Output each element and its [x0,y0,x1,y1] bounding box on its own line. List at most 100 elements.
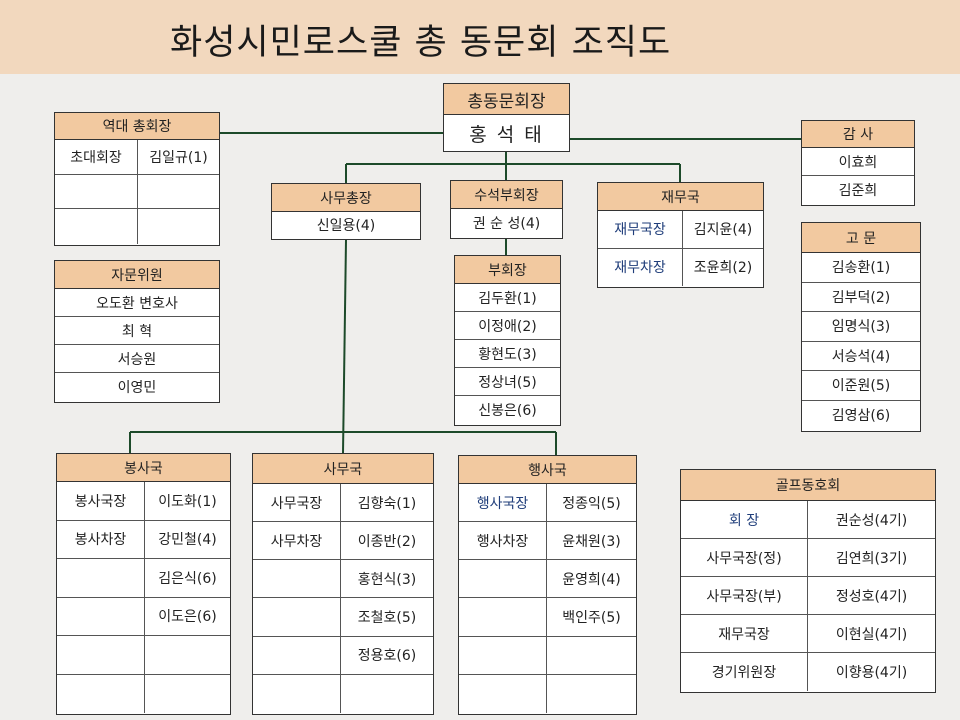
golf-role-cell: 사무국장(부) [706,588,782,605]
events-role-cell [459,675,546,713]
auditors-name-cell: 김준희 [838,183,878,199]
golf-row: 경기위원장 이향용(4기) [681,653,935,691]
volunteer-role-cell [57,675,144,714]
office-name-cell: 이종반(2) [340,522,433,560]
advisory-row: 오도환 변호사 [55,289,219,317]
auditors-header: 감 사 [802,121,914,148]
advisors-row: 김송환(1) [802,253,920,283]
events-row: 행사차장 윤채원(3) [459,522,636,561]
volunteer-role-cell [57,636,144,674]
senior-vp-name-cell: 권 순 성(4) [472,216,541,232]
events-name-cell: 윤영희(4) [546,560,636,598]
advisors-row: 서승석(4) [802,342,920,371]
office-name-cell: 김향숙(1) [340,484,433,522]
golf-name-cell: 김연희(3기) [807,539,935,576]
advisors-row: 김부덕(2) [802,283,920,312]
advisors-row: 임명식(3) [802,312,920,342]
vice-presidents-name-cell: 황현도(3) [478,346,537,363]
vice-presidents-row: 황현도(3) [455,340,560,368]
office-name-cell: 조철호(5) [340,598,433,636]
volunteer-role-cell: 봉사차장 [74,532,127,549]
events-role-cell: 행사차장 [476,533,529,550]
events-row: 윤영희(4) [459,560,636,599]
finance-name-cell: 조윤희(2) [681,248,763,286]
volunteer-role-cell [57,559,144,597]
volunteer-header: 봉사국 [57,454,230,482]
events-row [459,674,636,713]
office-row [253,674,433,713]
page-title: 화성시민로스쿨 총 동문회 조직도 [170,23,672,63]
office-header: 사무국 [253,454,433,484]
connector-secretary-trunk [342,239,347,454]
golf-row: 사무국장(부) 정성호(4기) [681,577,935,615]
advisory-name-cell: 서승원 [117,351,157,368]
golf-role-cell: 경기위원장 [711,665,777,681]
past-presidents-name-cell [137,174,219,209]
advisory-row: 서승원 [55,345,219,373]
senior-vp-row: 권 순 성(4) [451,209,562,237]
volunteer-role-cell: 봉사국장 [74,493,127,510]
golf-header: 골프동호회 [681,470,935,501]
senior-vp-header: 수석부회장 [451,181,562,209]
advisors-name-cell: 이준원(5) [831,378,891,395]
events-row: 백인주(5) [459,598,636,637]
past-presidents-name-cell: 김일규(1) [137,140,219,174]
volunteer-row: 이도은(6) [57,597,230,636]
office-role-cell [253,637,340,674]
golf-row: 재무국장 이현실(4기) [681,615,935,653]
golf-role-cell: 재무국장 [718,626,770,643]
vice-presidents-name-cell: 정상녀(5) [478,374,537,391]
events-name-cell: 백인주(5) [546,598,636,636]
advisors-name-cell: 김영삼(6) [831,408,891,425]
advisory-name-cell: 오도환 변호사 [96,295,178,312]
volunteer-row [57,674,230,714]
president-box: 총동문회장 홍 석 태 [443,83,570,152]
golf-name-cell: 이향용(4기) [807,653,935,691]
office-role-cell [253,675,340,713]
events-name-cell: 정종익(5) [546,484,636,522]
events-role-cell [459,560,546,597]
finance-header: 재무국 [598,183,763,211]
advisory-name-cell: 이영민 [117,380,157,396]
advisory-row: 최 혁 [55,317,219,345]
events-name-cell: 윤채원(3) [546,522,636,560]
title-banner [0,0,960,74]
vice-presidents-row: 김두환(1) [455,284,560,312]
vice-presidents-header: 부회장 [455,256,560,284]
volunteer-name-cell: 강민철(4) [143,520,230,558]
events-name-cell [546,674,636,713]
past-presidents-role-cell [55,175,137,209]
auditors-row: 이효희 [802,148,914,176]
office-row: 조철호(5) [253,598,433,637]
golf-name-cell: 이현실(4기) [807,615,935,652]
volunteer-name-cell: 이도은(6) [143,597,230,635]
secretary-general-row: 신일용(4) [272,212,420,238]
volunteer-name-cell [143,636,230,674]
auditors-row: 김준희 [802,176,914,204]
office-role-cell: 사무차장 [270,533,323,550]
secretary-general-header: 사무총장 [272,184,420,212]
events-row [459,636,636,675]
vice-presidents-row: 이정애(2) [455,312,560,340]
president-name: 홍 석 태 [469,123,544,146]
office-row: 정용호(6) [253,636,433,675]
advisors-header: 고 문 [802,223,920,253]
golf-name-cell: 정성호(4기) [807,577,935,614]
events-header: 행사국 [459,456,636,484]
advisory-name-cell: 최 혁 [121,323,153,340]
golf-row: 사무국장(정)김연희(3기) [681,539,935,577]
